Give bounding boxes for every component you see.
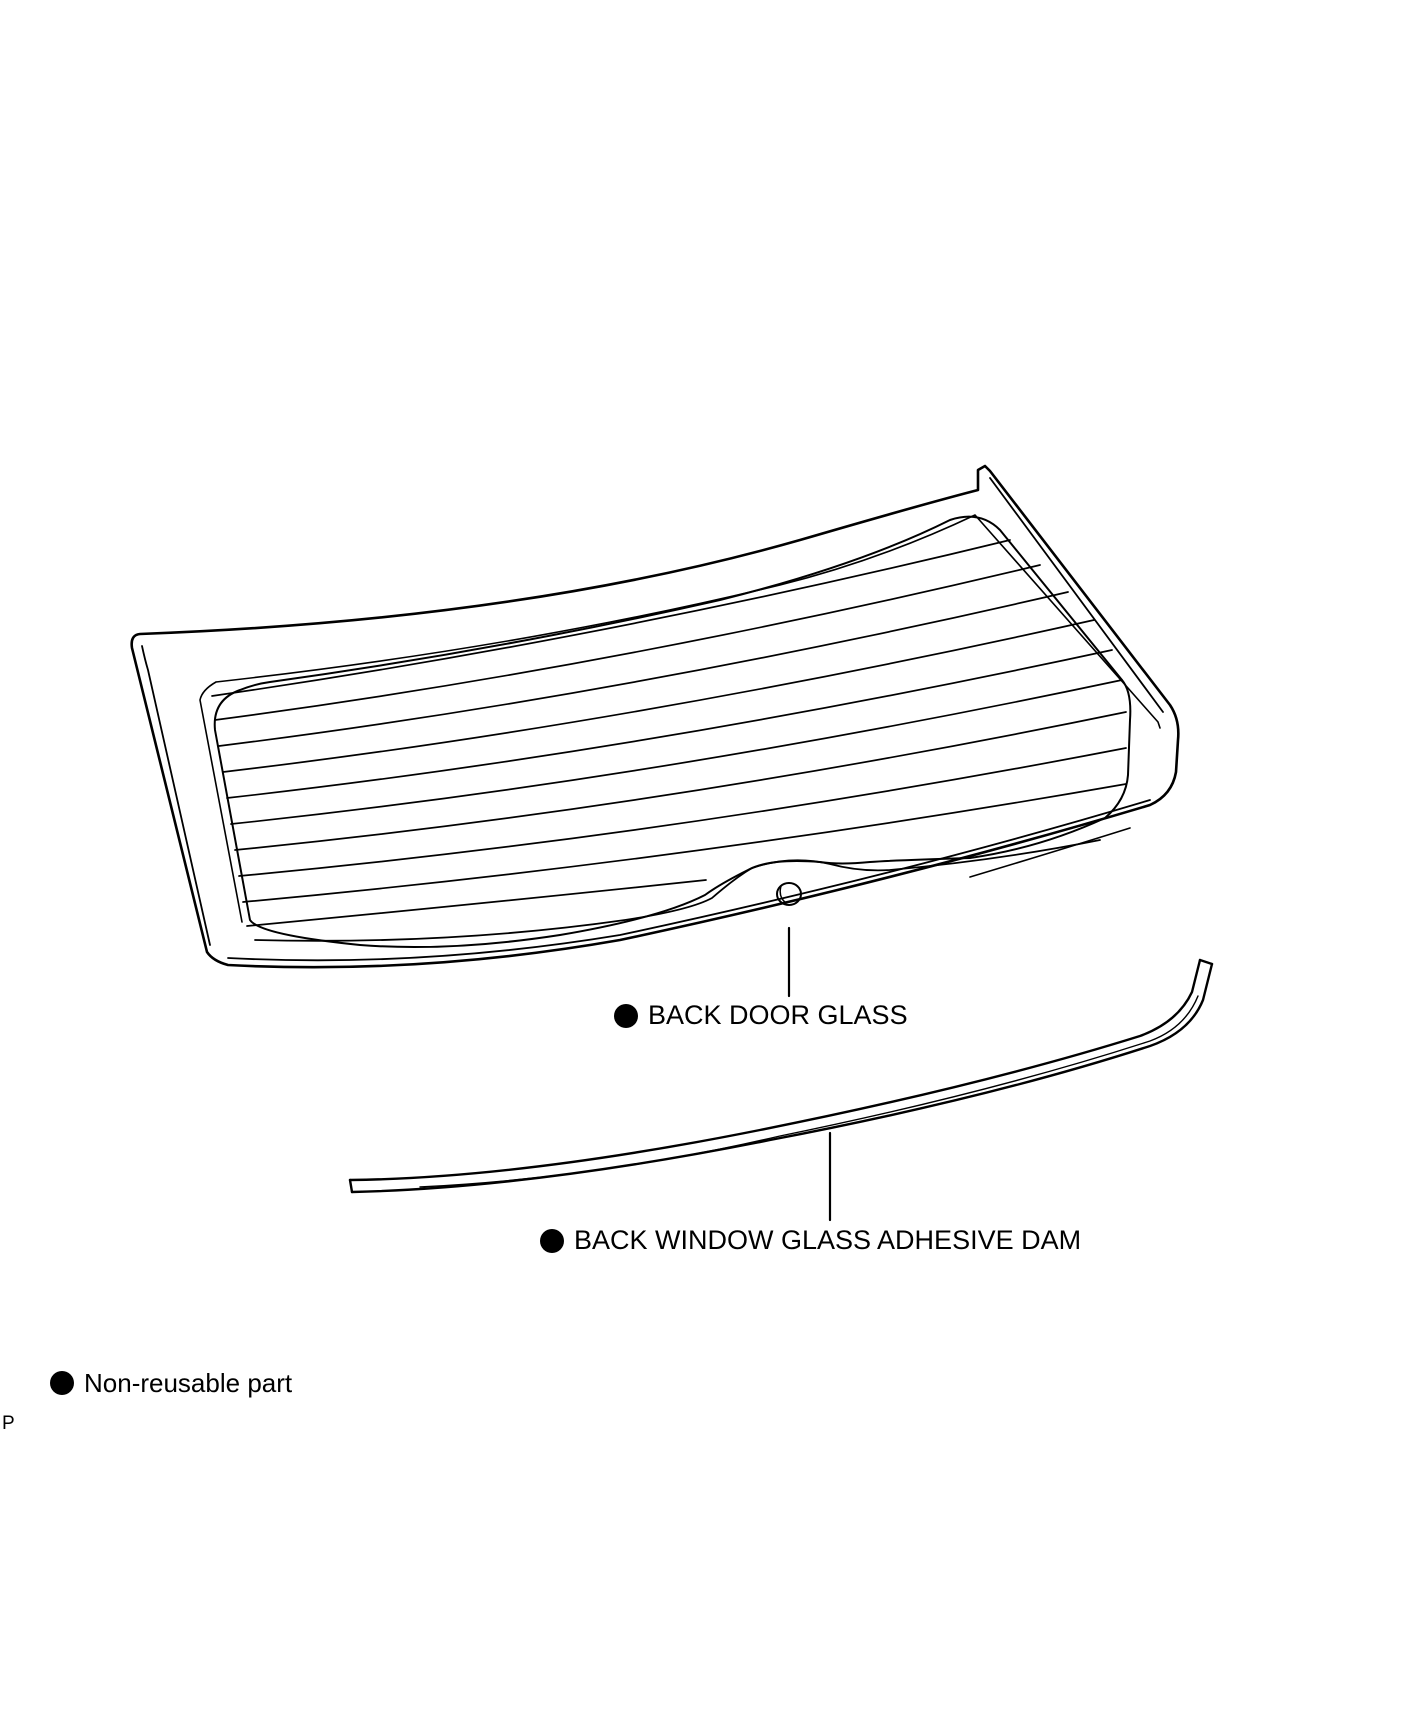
legend: Non-reusable part xyxy=(50,1370,292,1396)
ceramic-band-bottom xyxy=(969,827,1131,878)
glass-bottom-rim xyxy=(227,799,1151,962)
wiper-hole xyxy=(776,882,802,906)
back-door-glass-illustration xyxy=(130,464,1180,998)
figure-code: P xyxy=(2,1413,15,1434)
adhesive-dam-text: BACK WINDOW GLASS ADHESIVE DAM xyxy=(574,1225,1082,1255)
glass-inner-rim xyxy=(141,477,1164,946)
dam-left-end xyxy=(348,1178,354,1194)
dam-strip-bottom xyxy=(350,962,1214,1194)
non-reusable-dot-icon xyxy=(540,1228,564,1253)
legend-text: Non-reusable part xyxy=(84,1368,293,1398)
defroster-area-outline xyxy=(213,515,1132,949)
defroster-grid-lines xyxy=(211,539,1127,927)
adhesive-dam-illustration xyxy=(348,958,1214,1222)
dam-strip-top xyxy=(348,958,1202,1182)
glass-outer-edge xyxy=(130,464,1180,969)
dam-right-end xyxy=(1198,958,1214,966)
dam-strip-inner xyxy=(419,995,1199,1188)
wiper-notch-border xyxy=(254,839,1101,942)
back-door-glass-text: BACK DOOR GLASS xyxy=(648,1000,908,1030)
non-reusable-dot-icon xyxy=(50,1371,74,1395)
non-reusable-dot-icon xyxy=(614,1003,638,1028)
wiper-hole-inner xyxy=(779,885,787,904)
adhesive-dam-label: BACK WINDOW GLASS ADHESIVE DAM xyxy=(540,1227,1081,1254)
ceramic-band xyxy=(199,514,1161,923)
back-door-glass-label: BACK DOOR GLASS xyxy=(614,1002,908,1029)
